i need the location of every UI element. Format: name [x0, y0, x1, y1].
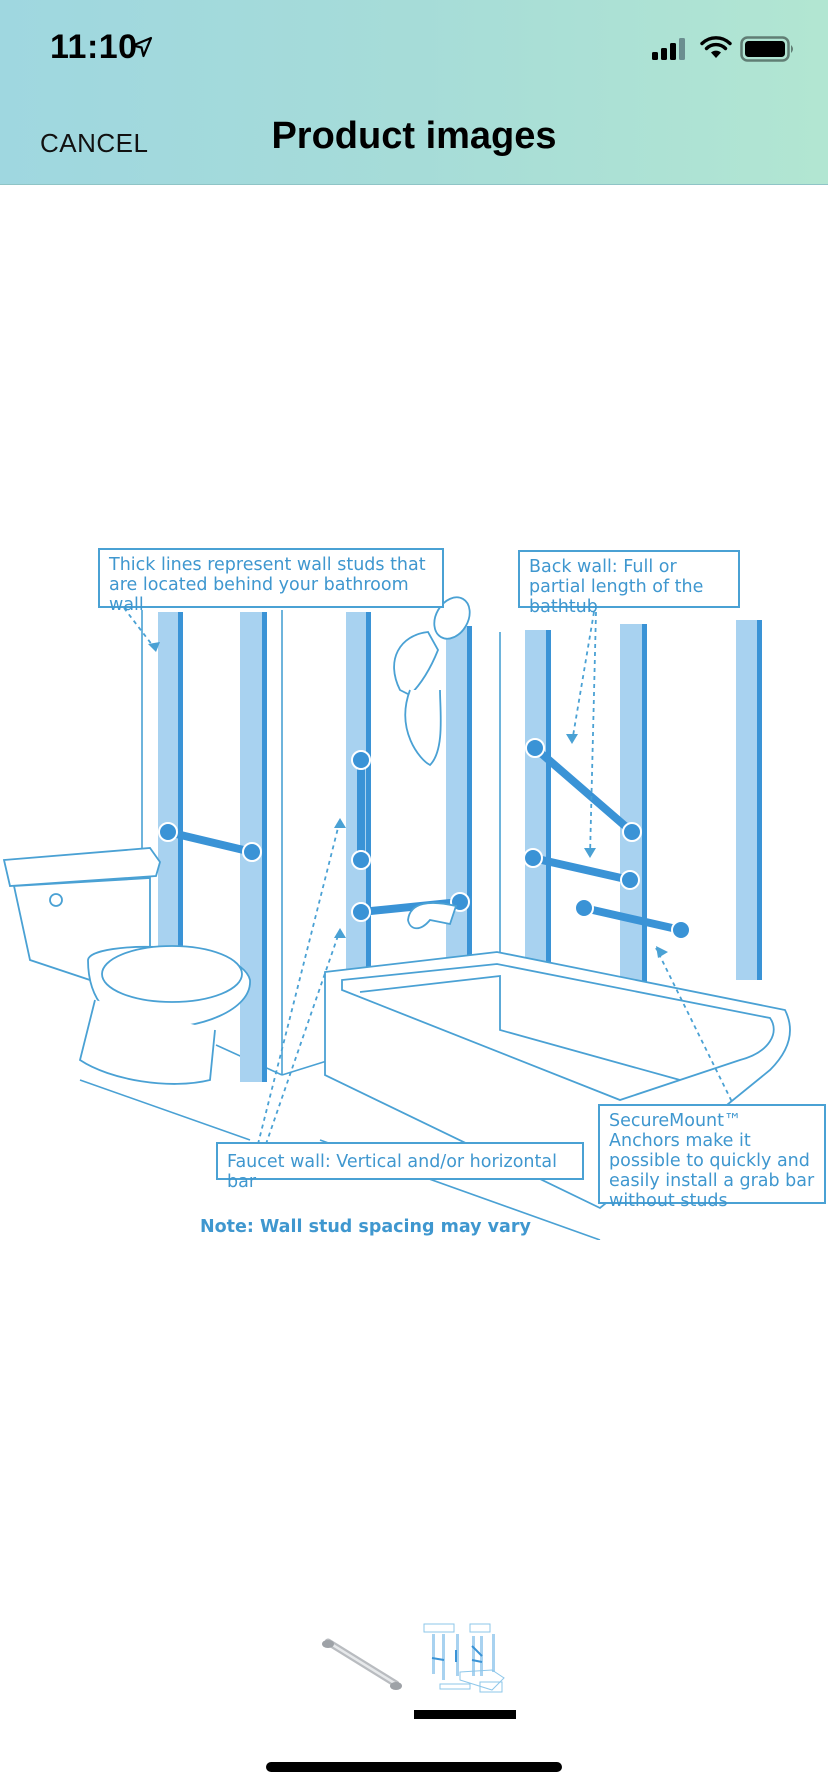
- wifi-icon: [700, 36, 732, 58]
- thumbnail-strip: [0, 1620, 828, 1720]
- bathroom-illustration: [2, 596, 791, 1241]
- callout-wall-studs: Thick lines represent wall studs that ar…: [98, 548, 444, 615]
- selected-thumbnail-indicator: [414, 1710, 516, 1719]
- image-note: Note: Wall stud spacing may vary: [200, 1217, 531, 1237]
- grab-bar-icon: [322, 1638, 402, 1690]
- callout-securemount-anchors: SecureMount™ Anchors make it possible to…: [598, 1104, 826, 1211]
- location-arrow-icon: [131, 36, 153, 58]
- diagram-thumbnail[interactable]: [422, 1620, 508, 1700]
- cancel-button[interactable]: CANCEL: [40, 128, 149, 158]
- product-image-bathroom-diagram[interactable]: Thick lines represent wall studs that ar…: [0, 540, 828, 1241]
- callout-back-wall: Back wall: Full or partial length of the…: [518, 550, 740, 617]
- cellular-signal-icon: [652, 38, 685, 60]
- navigation-header: 11:10 CANCEL Product images: [0, 0, 828, 185]
- grab-bar-thumbnail[interactable]: [318, 1620, 408, 1700]
- callout-faucet-wall: Faucet wall: Vertical and/or horizontal …: [216, 1142, 584, 1192]
- status-time: 11:10: [50, 28, 138, 66]
- home-indicator: [266, 1762, 562, 1772]
- page-title: Product images: [271, 115, 557, 157]
- battery-icon: [740, 36, 793, 62]
- diagram-thumbnail-icon: [423, 1623, 505, 1693]
